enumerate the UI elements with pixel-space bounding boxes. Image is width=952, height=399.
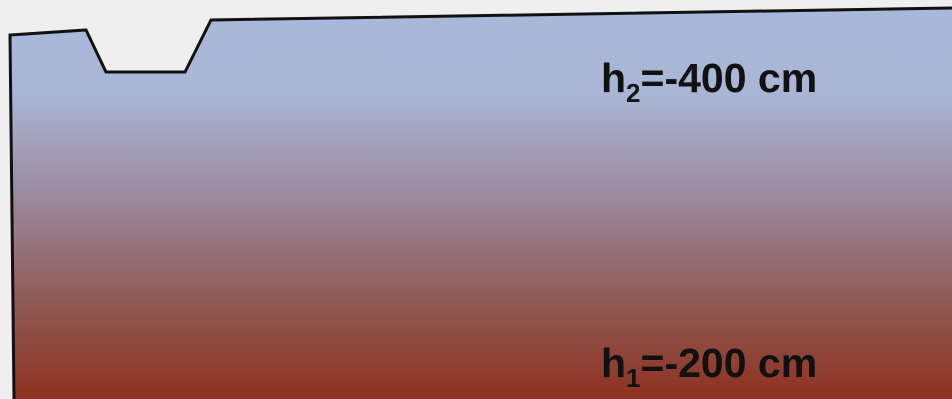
lower-label-variable: h bbox=[601, 340, 627, 386]
upper-label-variable: h bbox=[601, 55, 627, 101]
upper-pressure-head-label: h2=-400 cm bbox=[601, 55, 818, 107]
upper-label-value: =-400 cm bbox=[640, 55, 818, 101]
lower-pressure-head-label: h1=-200 cm bbox=[601, 340, 818, 392]
upper-label-subscript: 2 bbox=[626, 78, 641, 108]
lower-label-subscript: 1 bbox=[626, 363, 641, 393]
lower-label-value: =-200 cm bbox=[640, 340, 818, 386]
soil-surface-outline bbox=[8, 6, 952, 399]
soil-column bbox=[10, 8, 952, 399]
